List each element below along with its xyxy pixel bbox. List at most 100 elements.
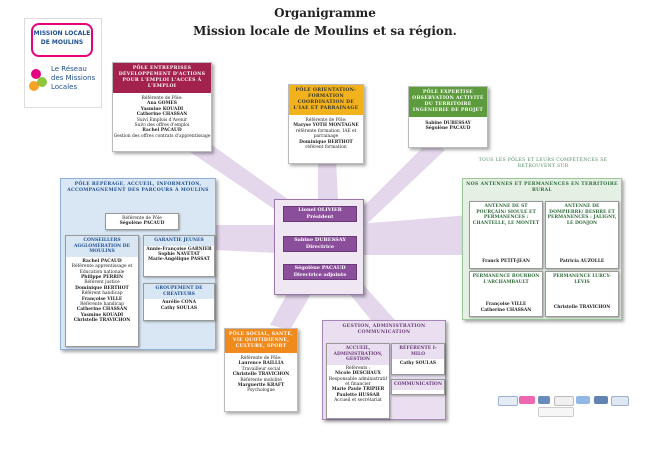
sponsor-logos — [498, 394, 629, 418]
sponsor-logo — [611, 396, 629, 406]
conseiller-line: Catherine CHASSAN — [76, 307, 128, 313]
createur-line: Cathy SOULAS — [160, 305, 198, 311]
conseiller-line: Référent justice — [84, 280, 120, 286]
pole-social: Pôle social, santé, vie quotidienne, cul… — [224, 328, 298, 412]
entreprises-line: Suivi des offres d'emploi — [134, 123, 190, 129]
accueil-box: Accueil, administration, gestion Référen… — [326, 343, 390, 419]
sponsor-logo — [519, 396, 535, 404]
accueil-line: Marie Paule TRIPIER — [331, 387, 385, 393]
expertise-line: Ségolène PACAUD — [425, 126, 471, 132]
conseiller-line: Référent handicap — [81, 291, 123, 297]
garantie-line: Sophie NAVETAT — [158, 252, 200, 257]
entreprises-line: Référente de Pôle: — [141, 96, 183, 101]
president-block: Lionel OLIVIER Président — [283, 206, 357, 222]
direction-box: Lionel OLIVIER Président Sabine DUBESSAY… — [274, 199, 364, 295]
logo-network-text: Le Réseau des Missions Locales — [51, 65, 96, 91]
president-role: Président — [306, 214, 334, 220]
pole-social-body: Référente de Pôle: Laurence BAILLIA Trav… — [225, 353, 297, 394]
pole-expertise-body: Sabine DUBESSAY Ségolène PACAUD — [409, 117, 487, 132]
logo-mark: MISSION LOCALE DE MOULINS — [31, 23, 93, 57]
accueil-line: Responsable administratif et financier — [328, 376, 388, 387]
antennes-header: Nos antennes et permanences en territoir… — [463, 179, 621, 197]
entreprises-line: Yasmine KOUADI — [140, 106, 184, 112]
garantie-jeunes-box: Garantie Jeunes Annie-Françoise GARNIER … — [143, 235, 215, 277]
social-line: Psychologue — [247, 388, 275, 394]
logo-dot-orange — [29, 81, 39, 91]
deputy-director-block: Ségolène PACAUD Directrice adjointe — [283, 264, 357, 280]
logo-dot-green — [37, 77, 47, 87]
social-line: Référente mobilité — [240, 377, 282, 383]
conseiller-line: Françoise VILLE — [81, 296, 123, 302]
antennes-box: Nos antennes et permanences en territoir… — [462, 178, 622, 320]
garantie-jeunes-body: Annie-Françoise GARNIER Sophie NAVETAT M… — [144, 246, 214, 263]
antenne-st-pourcain-header: Antenne de St Pourçain/ Sioule et perman… — [472, 204, 540, 226]
entreprises-line: Rachel PACAUD — [142, 128, 182, 134]
logo-dot-pink — [31, 69, 41, 79]
accueil-line: Accueil et secrétariat — [334, 398, 382, 404]
permanence-lurcy-header: Permanence Lurcy-Lévis — [552, 274, 612, 285]
pole-expertise-header: Pôle expertise observation activité du t… — [409, 87, 487, 117]
accueil-line: Nicole DESCHAUX — [335, 371, 381, 377]
sponsor-logo — [498, 396, 518, 406]
communication-header: Communication — [392, 380, 444, 390]
social-line: Laurence BAILLIA — [238, 361, 284, 367]
antenne-st-pourcain-name: Franck PETIT-JEAN — [482, 258, 530, 264]
pole-orientation: Pôle orientation-formation coordination … — [288, 84, 364, 164]
deputy-director-role: Directrice adjointe — [293, 272, 347, 278]
permanence-bourbon-names: Françoise VILLE Catherine CHASSAN — [470, 302, 542, 313]
createurs-box: Groupement de créateurs Aurélie CONA Cat… — [143, 283, 215, 321]
sponsor-logo — [538, 396, 550, 404]
pole-entreprises-header: Pôle entreprises développement d'actions… — [113, 63, 211, 93]
orientation-line: Dominique BERTHOT — [299, 139, 353, 145]
garantie-jeunes-header: Garantie Jeunes — [144, 236, 214, 246]
pole-reperage-header: Pôle repérage, accueil, information, acc… — [61, 179, 215, 197]
page-title: Organigramme — [274, 6, 376, 20]
sponsor-logo — [594, 396, 608, 404]
permanence-lurcy: Permanence Lurcy-Lévis Christelle TRAVIC… — [545, 271, 619, 317]
entreprises-line: Suivi Emplois d'Avenir — [136, 117, 188, 123]
conseiller-line: Christelle TRAVICHON — [73, 318, 131, 324]
milo-box: Référente I-milo Cathy SOULAS — [391, 343, 445, 375]
reperage-referent: Référente de Pôle Ségolène PACAUD — [105, 213, 179, 230]
pole-expertise: Pôle expertise observation activité du t… — [408, 86, 488, 148]
antenne-dompierre: Antenne de Dompierre/ Besbre et permanen… — [545, 201, 619, 269]
conseillers-box: Conseillers agglomération de Moulins Rac… — [65, 235, 139, 347]
pole-gestion-header: Gestion, administration communication — [323, 321, 445, 339]
director-role: Directrice — [305, 244, 335, 250]
director-name: Sabine DUBESSAY — [294, 237, 346, 243]
entreprises-line: Gestion des offres contrats d'apprentiss… — [113, 133, 211, 139]
conseiller-line: Yasmine KOUADI — [80, 312, 124, 318]
president-name: Lionel OLIVIER — [298, 207, 342, 213]
conseiller-line: Dominique BERTHOT — [75, 285, 129, 291]
pole-orientation-header: Pôle orientation-formation coordination … — [289, 85, 363, 115]
conseiller-line: Philippe PERRIN — [81, 275, 123, 280]
reperage-referent-name: Ségolène PACAUD — [119, 221, 165, 227]
sponsor-logo — [538, 407, 574, 417]
accueil-header: Accueil, administration, gestion — [327, 344, 389, 365]
permanence-bourbon: Permanence Bourbon l'Archambault Françoi… — [469, 271, 543, 317]
ray-antennes — [345, 215, 470, 255]
bourbon-name: Françoise VILLE — [485, 302, 527, 308]
createurs-header: Groupement de créateurs — [144, 284, 214, 300]
pole-entreprises-body: Référente de Pôle: Ana GOMES Yasmine KOU… — [113, 93, 211, 139]
pole-social-header: Pôle social, santé, vie quotidienne, cul… — [225, 329, 297, 353]
accueil-body: Référents : Nicole DESCHAUX Responsable … — [327, 365, 389, 404]
deputy-director-name: Ségolène PACAUD — [294, 265, 346, 271]
entreprises-line: Catherine CHASSAN — [136, 112, 188, 118]
antenne-dompierre-name: Patricia AUZOLLE — [559, 258, 605, 264]
createurs-body: Aurélie CONA Cathy SOULAS — [144, 299, 214, 311]
conseiller-line: Rachel PACAUD — [82, 258, 122, 264]
permanence-lurcy-name: Christelle TRAVICHON — [553, 304, 611, 310]
social-line: Christelle TRAVICHON — [232, 372, 290, 378]
orientation-line: référente formation, IAE et parrainage — [295, 128, 357, 140]
page-subtitle: Mission locale de Moulins et sa région. — [193, 24, 457, 38]
orientation-line: Référente de Pôle: — [305, 118, 347, 123]
bourbon-name: Catherine CHASSAN — [480, 307, 532, 313]
communication-box: Communication — [391, 379, 445, 395]
social-line: Travailleur social — [241, 366, 281, 372]
sponsor-logo — [576, 396, 590, 404]
pole-entreprises: Pôle entreprises développement d'actions… — [112, 62, 212, 152]
pole-orientation-body: Référente de Pôle: Maryse YOTH MONTAGNE … — [289, 115, 363, 150]
pole-gestion: Gestion, administration communication Ac… — [322, 320, 446, 420]
